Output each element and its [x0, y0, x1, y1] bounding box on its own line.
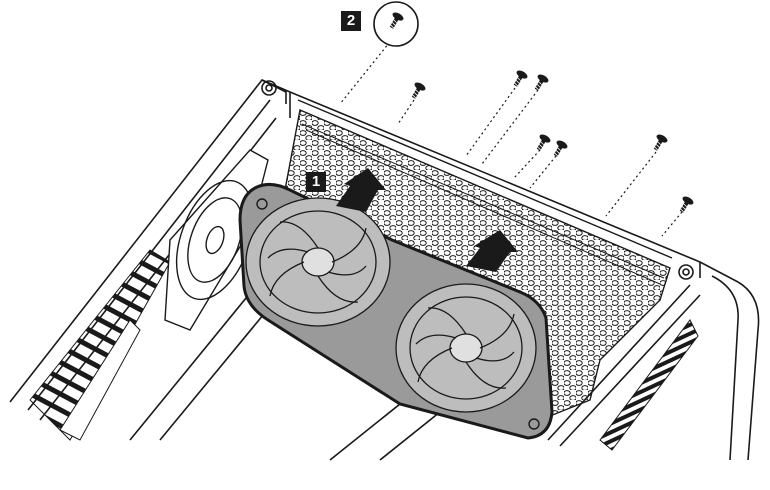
screw-icon: [653, 134, 668, 151]
dual-fan-assembly: [238, 183, 554, 440]
step-2-badge: 2: [341, 11, 361, 31]
expansion-slots: [29, 249, 171, 441]
screw-icon: [389, 12, 404, 29]
screw-icon: [513, 70, 528, 87]
screw-icon: [536, 134, 551, 151]
screw-icon: [534, 74, 549, 91]
fan-icon: [245, 197, 391, 327]
front-vent: [599, 319, 699, 451]
screw-icon: [553, 140, 568, 157]
up-arrow-icon: [466, 230, 518, 272]
screw-icon: [679, 196, 694, 213]
screw-guide-lines: [339, 37, 683, 237]
fan-icon: [395, 283, 537, 413]
up-arrow-icon: [336, 168, 386, 212]
screws: [389, 12, 694, 213]
screw-icon: [411, 82, 426, 99]
step-1-badge: 1: [306, 172, 326, 192]
